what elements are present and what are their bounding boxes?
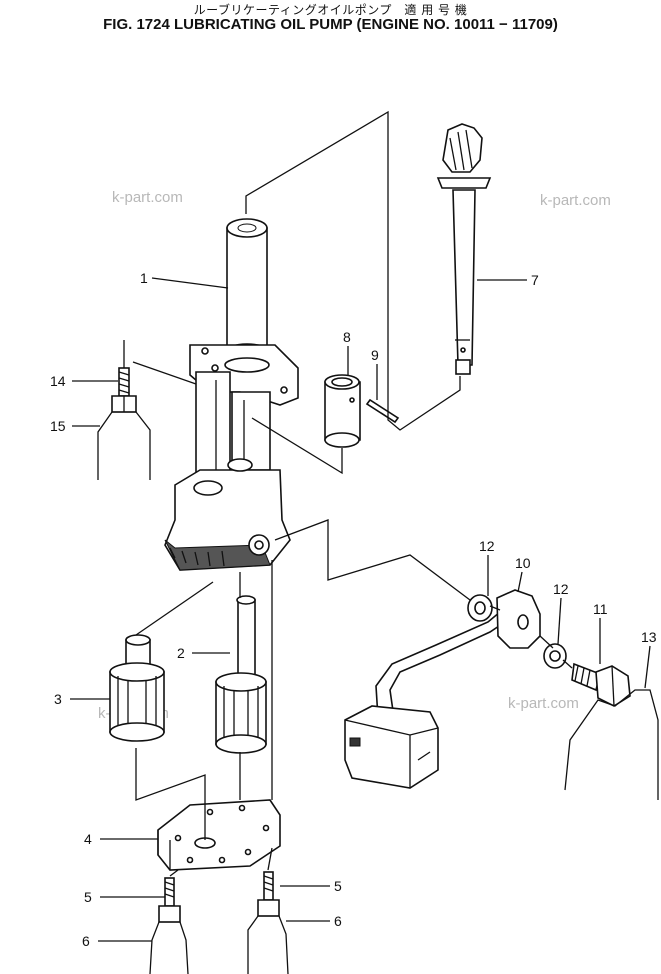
hand-outline: [97, 411, 151, 480]
callout-labels: 1 2 3 4 5 5 6 6 7 8 9 10 11 12 12 13 14 …: [50, 270, 657, 949]
bolt: [257, 871, 280, 917]
sleeve: [324, 374, 361, 448]
bolt: [158, 877, 181, 923]
figure-title-japanese: ルーブリケーティングオイルポンプ 適 用 号 機: [193, 3, 468, 17]
watermark: k-part.com: [508, 695, 579, 712]
callout-14: 14: [50, 373, 66, 389]
washer: [467, 594, 493, 622]
bolt: [111, 367, 137, 413]
callout-12: 12: [479, 538, 495, 554]
hand-outline: [564, 689, 659, 800]
callout-5: 5: [84, 889, 92, 905]
driven-gear: [109, 634, 165, 742]
hand-outline: [247, 915, 289, 974]
figure-title: FIG. 1724 LUBRICATING OIL PUMP (ENGINE N…: [103, 16, 558, 33]
callout-4: 4: [84, 831, 92, 847]
pump-body: [164, 218, 299, 571]
watermark: k-part.com: [112, 189, 183, 206]
callout-12: 12: [553, 581, 569, 597]
callout-7: 7: [531, 272, 539, 288]
drive-gear-shaft: [215, 595, 267, 754]
banjo-bolt: [571, 662, 631, 707]
callout-11: 11: [593, 601, 608, 617]
cover-plate: [157, 799, 281, 871]
banjo-pipe-strainer: [344, 589, 541, 789]
callout-9: 9: [371, 347, 379, 363]
callout-3: 3: [54, 691, 62, 707]
pin: [365, 398, 400, 424]
callout-15: 15: [50, 418, 66, 434]
watermark: k-part.com: [540, 192, 611, 209]
hand-outline: [149, 921, 189, 974]
callout-6: 6: [82, 933, 90, 949]
callout-13: 13: [641, 629, 657, 645]
callout-8: 8: [343, 329, 351, 345]
callout-6: 6: [334, 913, 342, 929]
washer: [543, 643, 567, 669]
leader-lines: [70, 277, 651, 942]
callout-2: 2: [177, 645, 185, 661]
assembly-lines: [123, 110, 573, 877]
drive-shaft: [436, 123, 492, 375]
callout-1: 1: [140, 270, 148, 286]
callout-5: 5: [334, 878, 342, 894]
callout-10: 10: [515, 555, 531, 571]
